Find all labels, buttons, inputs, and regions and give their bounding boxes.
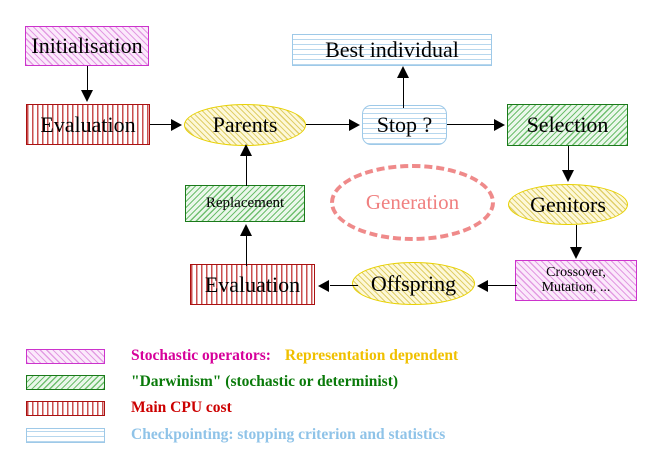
legend-swatch-green-hatch bbox=[26, 374, 105, 390]
node-initialisation-label: Initialisation bbox=[31, 33, 143, 59]
legend-label-main-cpu-cost: Main CPU cost bbox=[131, 399, 232, 416]
node-evaluation-top[interactable]: Evaluation bbox=[26, 104, 150, 145]
node-selection[interactable]: Selection bbox=[507, 104, 628, 146]
arrowhead-selection-genitors bbox=[562, 170, 574, 182]
arrowhead-crossover-offspring bbox=[477, 280, 488, 292]
node-crossover-mutation[interactable]: Crossover, Mutation, ... bbox=[515, 260, 637, 301]
arrowhead-stop-selection bbox=[494, 119, 505, 131]
node-offspring[interactable]: Offspring bbox=[352, 262, 475, 305]
legend-row-darwinism: "Darwinism" (stochastic or determinist) bbox=[26, 373, 399, 390]
node-generation: Generation bbox=[330, 164, 495, 241]
edge-stop-selection bbox=[447, 124, 497, 126]
legend-label-checkpointing: Checkpointing: stopping criterion and st… bbox=[131, 426, 446, 443]
node-initialisation[interactable]: Initialisation bbox=[25, 26, 149, 66]
edge-replacement-parents bbox=[246, 156, 248, 186]
node-genitors[interactable]: Genitors bbox=[508, 184, 628, 225]
node-replacement[interactable]: Replacement bbox=[185, 185, 305, 222]
node-stop[interactable]: Stop ? bbox=[362, 105, 447, 145]
edge-evaluation-replacement bbox=[246, 228, 248, 266]
legend-row-checkpointing: Checkpointing: stopping criterion and st… bbox=[26, 426, 446, 443]
node-selection-label: Selection bbox=[526, 112, 609, 138]
arrowhead-offspring-evaluation bbox=[318, 280, 329, 292]
arrowhead-parents-stop bbox=[349, 119, 360, 131]
edge-genitors-crossover bbox=[576, 225, 578, 249]
legend-label-representation-dependent: Representation dependent bbox=[284, 347, 459, 364]
legend-row-stochastic: Stochastic operators: Representation dep… bbox=[26, 347, 459, 364]
node-stop-label: Stop ? bbox=[376, 112, 433, 138]
node-parents-label: Parents bbox=[212, 112, 278, 138]
node-best-individual[interactable]: Best individual bbox=[292, 34, 492, 66]
edge-offspring-evaluation bbox=[330, 285, 358, 287]
arrowhead-genitors-crossover bbox=[570, 247, 582, 259]
legend-swatch-red-hatch bbox=[26, 400, 105, 416]
edge-selection-genitors bbox=[568, 146, 570, 172]
legend-label-darwinism: "Darwinism" (stochastic or determinist) bbox=[131, 373, 399, 390]
legend-swatch-blue-hatch bbox=[26, 427, 105, 443]
arrowhead-replacement-parents bbox=[240, 144, 252, 156]
node-evaluation-top-label: Evaluation bbox=[40, 111, 136, 137]
legend-row-cpu-cost: Main CPU cost bbox=[26, 399, 232, 416]
arrowhead-evaluation-replacement bbox=[240, 224, 252, 236]
edge-initialisation-evaluation bbox=[87, 66, 89, 92]
node-generation-label: Generation bbox=[365, 190, 460, 214]
node-replacement-label: Replacement bbox=[205, 194, 285, 211]
node-offspring-label: Offspring bbox=[370, 270, 457, 296]
legend-swatch-magenta-hatch bbox=[26, 348, 105, 364]
edge-parents-stop bbox=[306, 124, 352, 126]
node-best-individual-label: Best individual bbox=[325, 37, 459, 63]
node-crossover-mutation-label: Crossover, Mutation, ... bbox=[541, 264, 611, 295]
node-evaluation-bottom-label: Evaluation bbox=[204, 271, 301, 297]
node-genitors-label: Genitors bbox=[530, 191, 606, 217]
arrowhead-initialisation-evaluation bbox=[81, 90, 93, 102]
legend-label-stochastic-operators: Stochastic operators: bbox=[131, 347, 271, 364]
edge-stop-best-individual bbox=[403, 68, 405, 108]
arrowhead-stop-best-individual bbox=[397, 66, 409, 78]
arrowhead-evaluation-parents bbox=[171, 119, 182, 131]
edge-crossover-offspring bbox=[487, 285, 517, 287]
node-parents[interactable]: Parents bbox=[184, 104, 306, 146]
node-evaluation-bottom[interactable]: Evaluation bbox=[190, 264, 315, 305]
edge-evaluation-parents bbox=[150, 124, 174, 126]
